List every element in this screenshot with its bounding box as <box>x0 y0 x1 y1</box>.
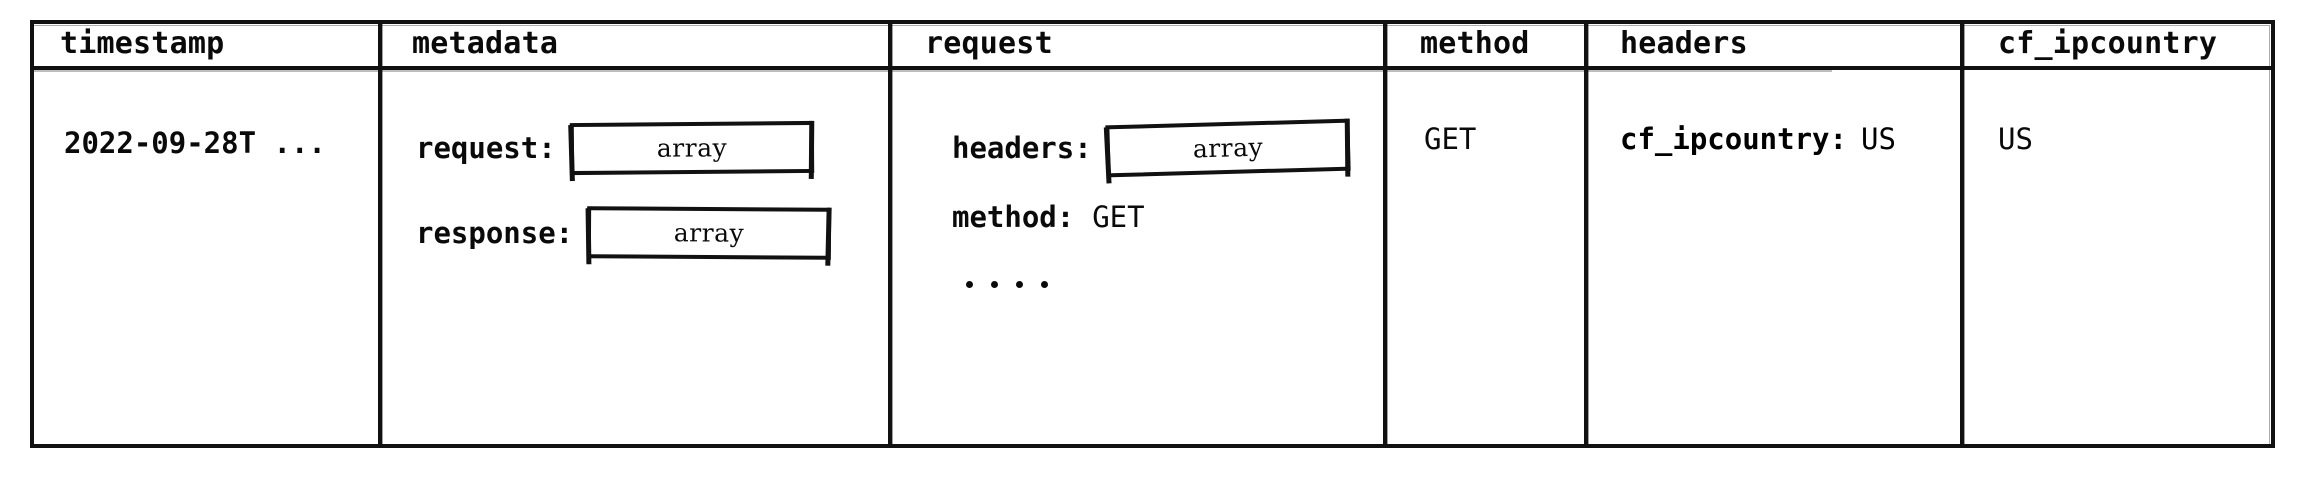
headers-field-value: US <box>1860 122 1896 156</box>
array-chip-label: array <box>656 133 727 163</box>
array-chip-label: array <box>673 218 745 248</box>
array-chip-metadata-response[interactable]: array <box>586 206 832 260</box>
metadata-field-request: request: array <box>416 120 814 176</box>
cell-timestamp-value: 2022-09-28T ... <box>64 126 326 160</box>
request-field-method-value: GET <box>1092 200 1145 234</box>
request-field-headers-key: headers: <box>952 131 1092 165</box>
header-separator-rule <box>30 66 2275 72</box>
column-header-timestamp[interactable]: timestamp <box>60 26 225 61</box>
column-header-request[interactable]: request <box>925 26 1053 61</box>
cell-method-value: GET <box>1424 122 1477 156</box>
array-chip-request-headers[interactable]: array <box>1105 118 1351 178</box>
ellipsis-dot <box>1016 281 1023 288</box>
request-field-method-key: method: <box>952 200 1075 234</box>
column-divider-timestamp-metadata <box>378 20 383 448</box>
column-divider-method-headers <box>1584 20 1589 448</box>
request-field-headers: headers: array <box>952 118 1351 178</box>
request-field-method: method: GET <box>952 200 1145 234</box>
column-divider-metadata-request <box>888 20 893 448</box>
column-header-headers[interactable]: headers <box>1620 26 1748 61</box>
cell-cf-ipcountry-value: US <box>1998 122 2033 156</box>
ellipsis-dot <box>1041 281 1048 288</box>
column-divider-request-method <box>1383 20 1388 448</box>
metadata-field-response: response: array <box>416 206 832 260</box>
request-truncation-ellipsis <box>966 281 1048 288</box>
metadata-field-request-key: request: <box>416 131 556 165</box>
column-divider-headers-cfipcountry <box>1960 20 1965 448</box>
column-header-metadata[interactable]: metadata <box>412 26 559 61</box>
column-header-cf-ipcountry[interactable]: cf_ipcountry <box>1998 26 2218 61</box>
ellipsis-dot <box>991 281 998 288</box>
table-outer-frame <box>30 20 2275 448</box>
column-header-method[interactable]: method <box>1420 26 1530 61</box>
array-chip-label: array <box>1192 132 1264 164</box>
ellipsis-dot <box>966 281 973 288</box>
headers-field-key: cf_ipcountry: <box>1620 122 1847 156</box>
array-chip-metadata-request[interactable]: array <box>569 120 814 176</box>
cell-headers-value: cf_ipcountry: US <box>1620 122 1896 156</box>
metadata-field-response-key: response: <box>416 216 574 250</box>
